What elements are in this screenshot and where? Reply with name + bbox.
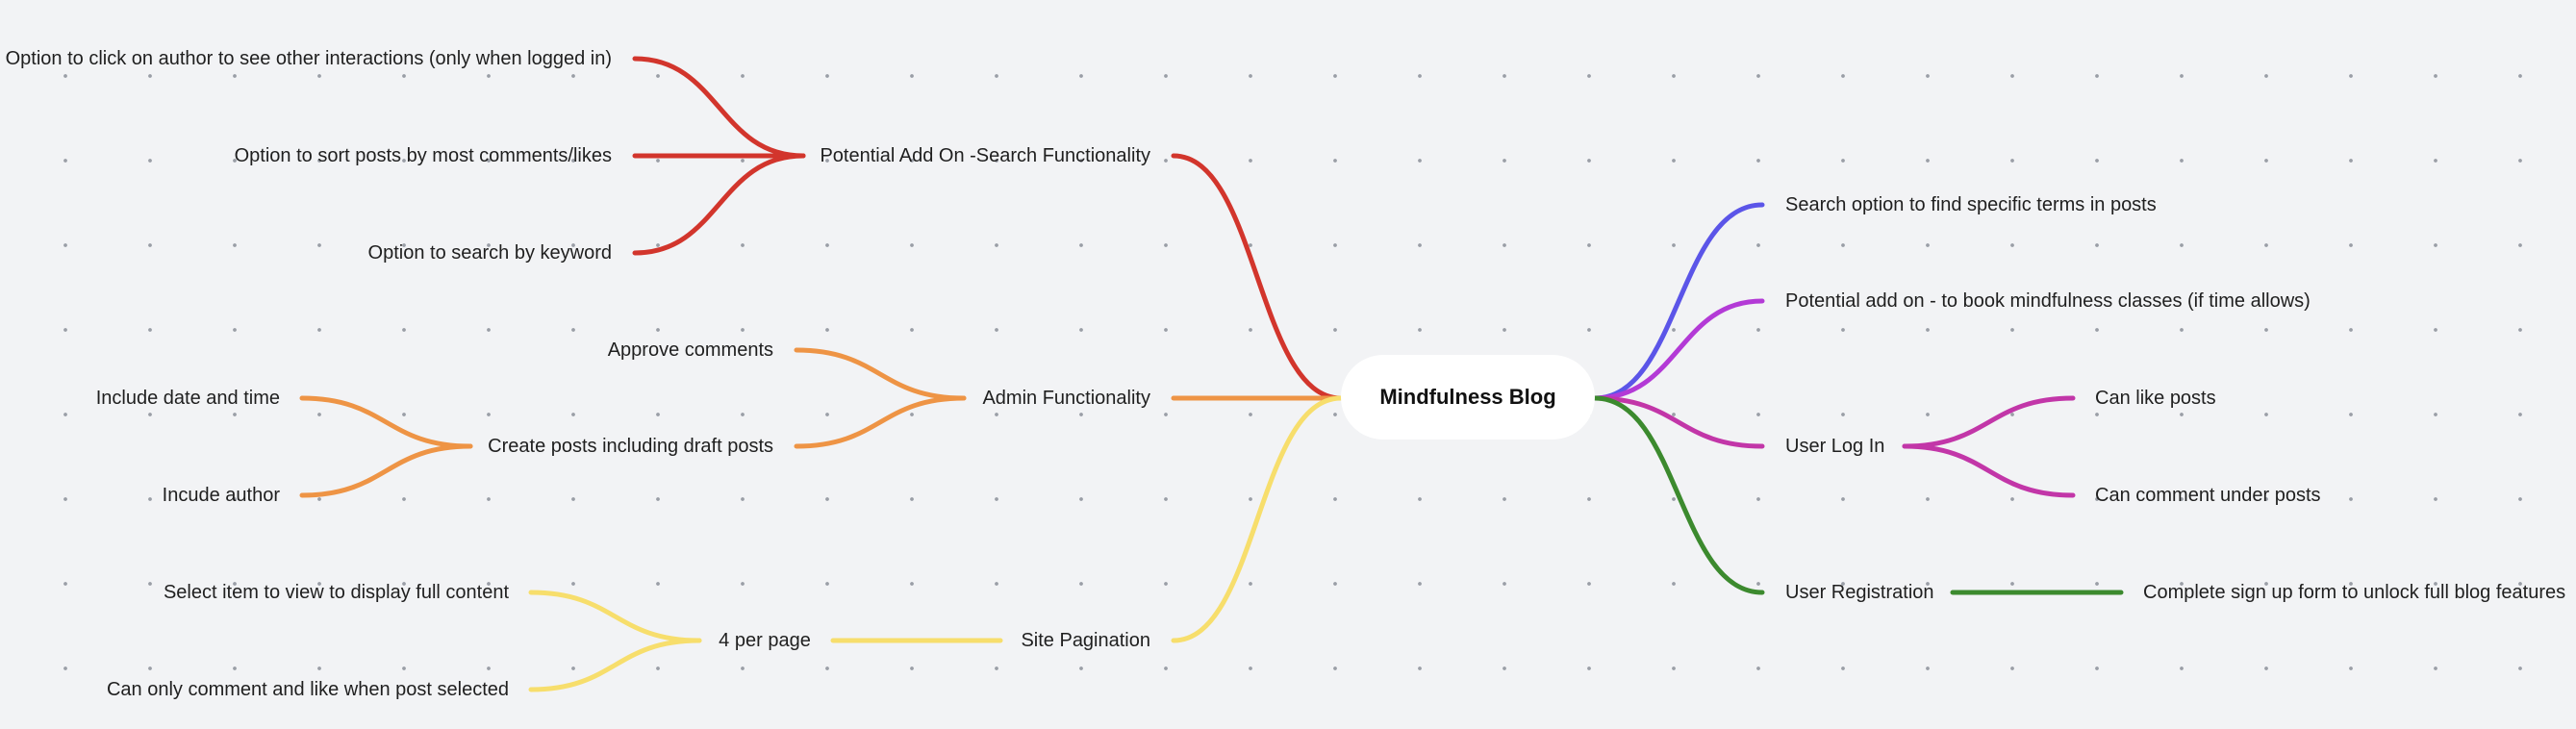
edge-perpage-comment: [528, 638, 702, 692]
edge-root-login: [1592, 395, 1765, 449]
node-include-author[interactable]: Incude author: [162, 485, 280, 506]
node-approve-comments[interactable]: Approve comments: [607, 339, 773, 361]
node-select-item[interactable]: Select item to view to display full cont…: [163, 582, 509, 603]
node-click-author[interactable]: Option to click on author to see other i…: [5, 48, 612, 69]
node-potential-search[interactable]: Potential Add On -Search Functionality: [820, 145, 1150, 166]
edge-root-classes: [1592, 298, 1765, 401]
edge-root-registration: [1592, 395, 1765, 595]
edge-root-search-option: [1592, 202, 1765, 401]
node-book-classes[interactable]: Potential add on - to book mindfulness c…: [1785, 290, 2311, 312]
node-can-like[interactable]: Can like posts: [2095, 388, 2216, 409]
node-include-date[interactable]: Include date and time: [95, 388, 280, 409]
node-user-login[interactable]: User Log In: [1785, 436, 1885, 457]
root-node-label: Mindfulness Blog: [1379, 385, 1556, 409]
edge-create-author: [299, 443, 473, 498]
node-site-pagination[interactable]: Site Pagination: [1021, 630, 1150, 651]
edge-search-keyword: [632, 153, 806, 256]
node-search-keyword[interactable]: Option to search by keyword: [367, 242, 612, 264]
edge-create-date: [299, 395, 473, 449]
node-can-comment[interactable]: Can comment under posts: [2095, 485, 2321, 506]
node-user-registration[interactable]: User Registration: [1785, 582, 1934, 603]
node-comment-like-selected[interactable]: Can only comment and like when post sele…: [106, 679, 509, 700]
node-search-option[interactable]: Search option to find specific terms in …: [1785, 194, 2157, 215]
edge-root-pagination: [1171, 395, 1344, 643]
edge-login-like: [1902, 395, 2076, 449]
root-node[interactable]: Mindfulness Blog: [1341, 355, 1595, 440]
edge-root-search: [1171, 153, 1344, 401]
node-signup-form[interactable]: Complete sign up form to unlock full blo…: [2143, 582, 2566, 603]
node-create-posts[interactable]: Create posts including draft posts: [488, 436, 773, 457]
edge-admin-approve: [794, 347, 967, 401]
node-sort-posts[interactable]: Option to sort posts by most comments/li…: [234, 145, 612, 166]
edge-search-click-author: [632, 56, 806, 159]
edge-login-comment: [1902, 443, 2076, 498]
node-admin-functionality[interactable]: Admin Functionality: [982, 388, 1150, 409]
node-4-per-page[interactable]: 4 per page: [719, 630, 811, 651]
edge-admin-create: [794, 395, 967, 449]
edge-perpage-select: [528, 590, 702, 643]
